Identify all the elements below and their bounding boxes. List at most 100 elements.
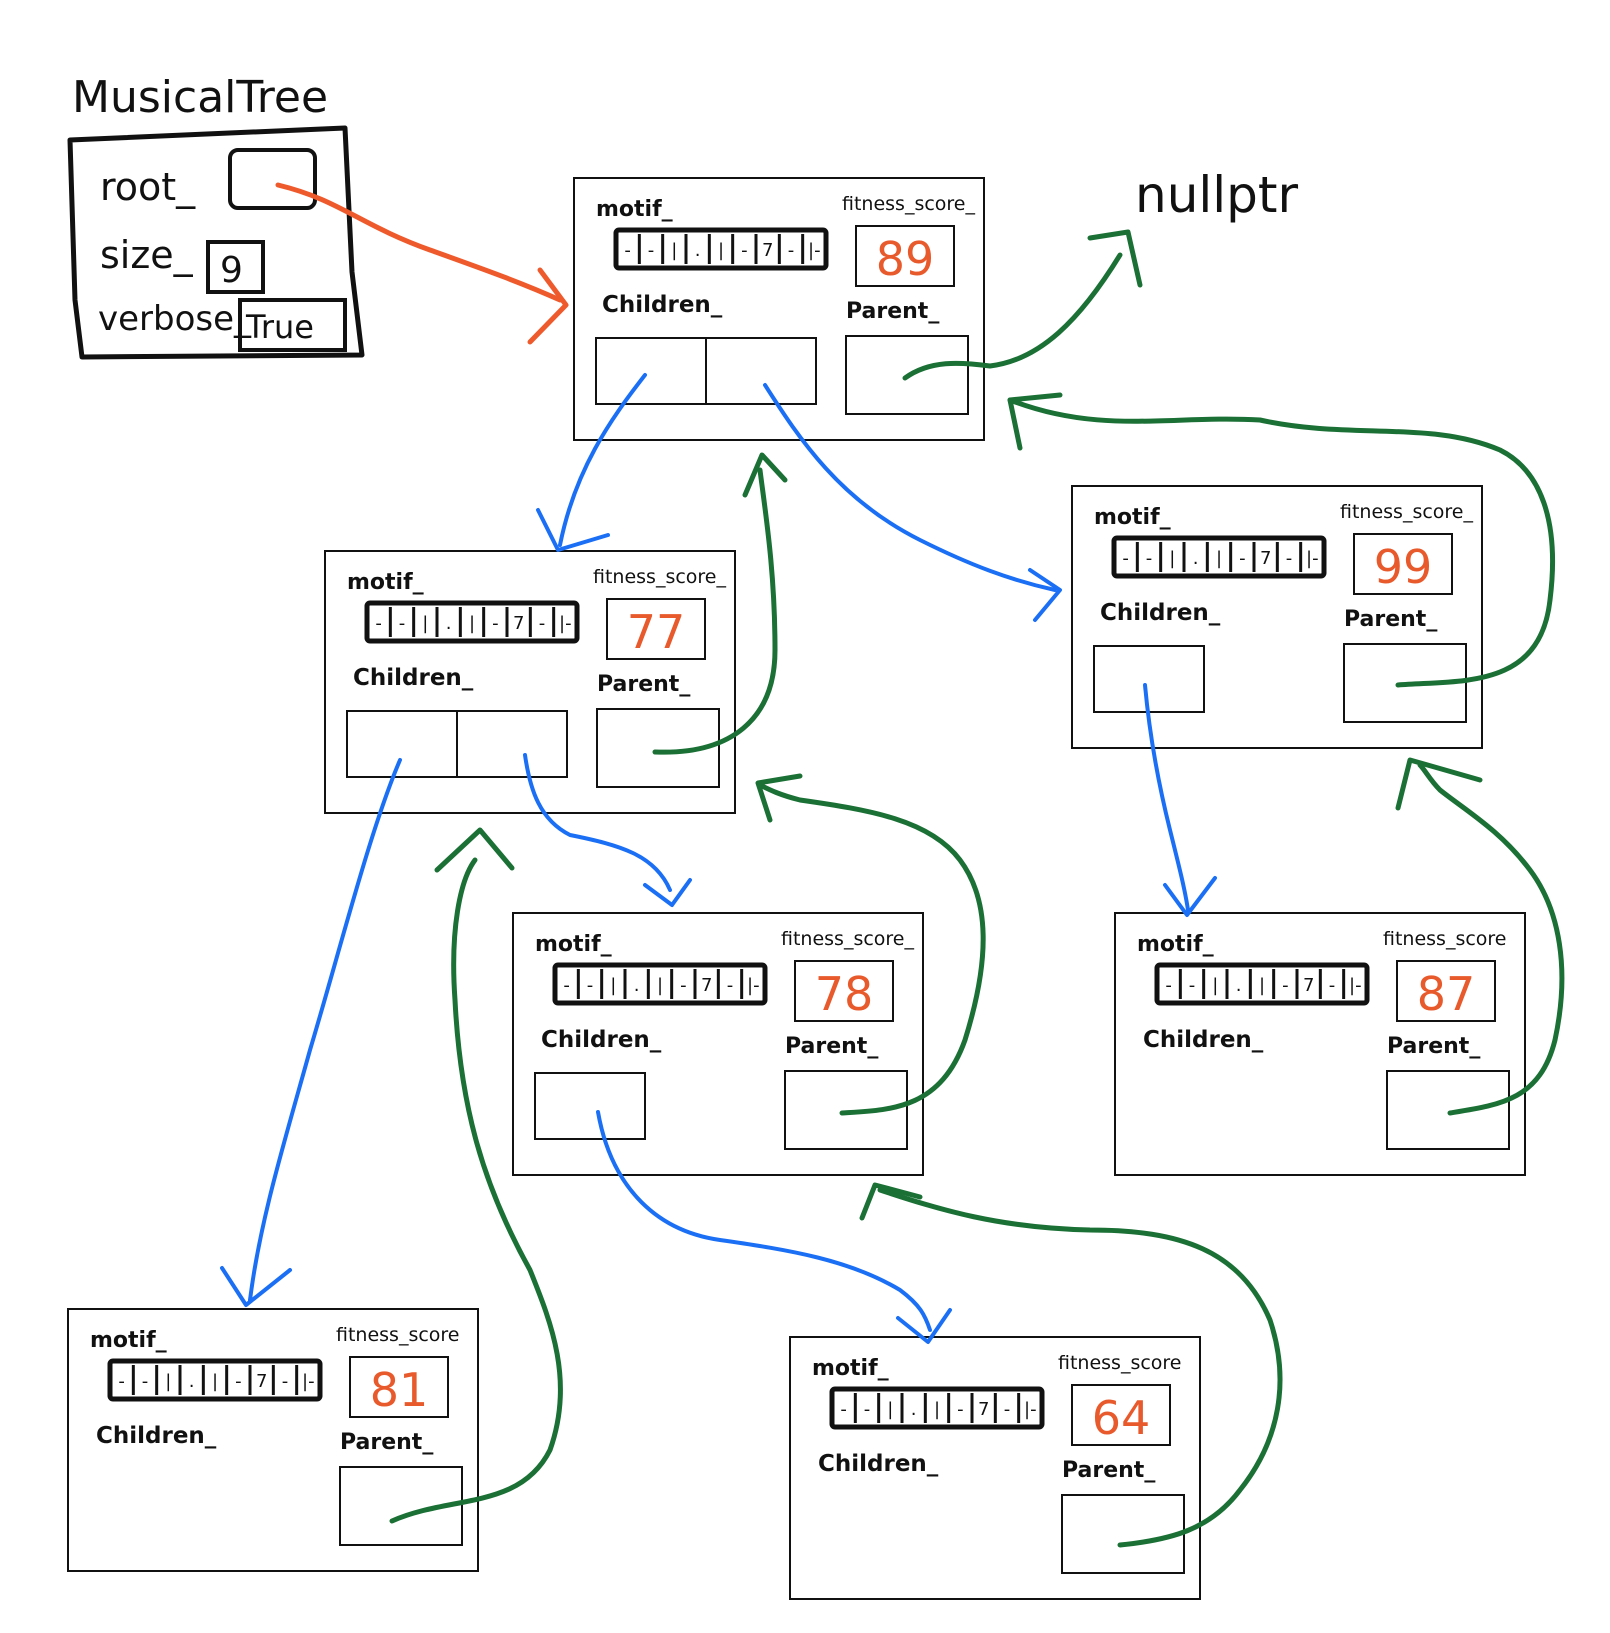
motif-cell: -	[375, 613, 382, 634]
motif-cell: -	[648, 240, 655, 261]
motif-cell: -	[587, 975, 594, 996]
motif-cell: 7	[701, 975, 712, 996]
tree-object-border	[67, 125, 365, 360]
motif-cell: .	[911, 1399, 917, 1420]
parent-pointer-lrchild-leftright-head	[859, 1182, 923, 1221]
motif-cell: |-	[302, 1371, 315, 1392]
motif-cell: -	[1239, 548, 1246, 569]
motif-cell: -	[957, 1399, 964, 1420]
node-parent-box	[596, 708, 720, 788]
motif-cell: |	[422, 613, 428, 634]
motif-cell: |-	[747, 975, 760, 996]
motif-cell: |-	[1349, 975, 1362, 996]
node-fitness-label: fitness_score_	[781, 928, 915, 950]
node-children-label: Children_	[96, 1423, 217, 1449]
motif-cell: -	[788, 240, 795, 261]
motif-cell: |-	[808, 240, 821, 261]
parent-pointer-leftleft-left-head	[434, 827, 515, 873]
node-border	[512, 912, 924, 1176]
motif-cell: .	[446, 613, 452, 634]
tree-field-root-box	[228, 148, 317, 210]
node-parent-box	[339, 1466, 463, 1546]
parent-pointer-left-root-head	[742, 452, 788, 498]
motif-cell: |	[165, 1371, 171, 1392]
node-fitness-box	[606, 598, 706, 660]
motif-cell: -	[118, 1371, 125, 1392]
node-children-label: Children_	[1143, 1027, 1264, 1053]
motif-cell: .	[1193, 548, 1199, 569]
motif-cell: 7	[1303, 975, 1314, 996]
node-children-label: Children_	[353, 665, 474, 691]
motif-cell: |	[657, 975, 663, 996]
node-fitness-label: fitness_score_	[842, 193, 976, 215]
child-pointer-leftright-child	[596, 1110, 932, 1332]
node-parent-label: Parent_	[785, 1034, 878, 1059]
node-border	[573, 177, 985, 441]
motif-cell: |	[718, 240, 724, 261]
node-border	[324, 550, 736, 814]
parent-pointer-leftright-left	[757, 782, 986, 1116]
pointer-arrows	[220, 182, 1565, 1548]
motif-cell: |	[671, 240, 677, 261]
node-fitness-label: fitness_score_	[593, 566, 727, 588]
motif-cell: -	[1122, 548, 1129, 569]
child-pointer-left-leftright	[523, 753, 672, 892]
motif-cell: 7	[978, 1399, 989, 1420]
motif-cell: |-	[1024, 1399, 1037, 1420]
motif-cell: -	[235, 1371, 242, 1392]
node-fitness-score: 77	[627, 605, 686, 659]
node-motif-array	[613, 227, 829, 271]
tree-field-verbose-label: verbose_	[98, 299, 252, 339]
node-fitness-label: fitness_score_	[1340, 501, 1474, 523]
node-child-slot	[705, 337, 817, 405]
motif-cell: -	[864, 1399, 871, 1420]
tree-node-right: motif_--|.|-7-|-fitness_score_99Children…	[1071, 485, 1483, 749]
node-parent-box	[845, 335, 969, 415]
tree-field-verbose-value: True	[245, 308, 314, 346]
motif-cell: -	[1286, 548, 1293, 569]
nullptr-label: nullptr	[1135, 166, 1299, 224]
parent-pointer-right-root	[1007, 397, 1555, 688]
node-parent-label: Parent_	[1344, 607, 1437, 632]
node-motif-label: motif_	[596, 197, 673, 222]
tree-field-size-label: size_	[100, 233, 194, 277]
node-fitness-score: 64	[1092, 1391, 1151, 1445]
node-motif-array	[1111, 535, 1327, 579]
node-fitness-box	[349, 1356, 449, 1418]
node-children-label: Children_	[602, 292, 723, 318]
motif-cell: -	[727, 975, 734, 996]
node-parent-label: Parent_	[1387, 1034, 1480, 1059]
tree-node-left-right-child: motif_--|.|-7-|-fitness_score64Children_…	[789, 1336, 1201, 1600]
child-pointer-left-leftleft	[248, 758, 402, 1302]
motif-cell: |	[1216, 548, 1222, 569]
motif-cell: .	[695, 240, 701, 261]
node-fitness-box	[1071, 1384, 1171, 1446]
motif-cell: -	[1146, 548, 1153, 569]
node-parent-box	[784, 1070, 908, 1150]
node-motif-array	[552, 962, 768, 1006]
child-pointer-root-left-head	[536, 508, 610, 552]
node-parent-box	[1386, 1070, 1510, 1150]
motif-cell: |	[1169, 548, 1175, 569]
motif-cell: 7	[256, 1371, 267, 1392]
nodes-layer: motif_--|.|-7-|-fitness_score_89Children…	[67, 177, 1526, 1600]
tree-field-size-value: 9	[220, 250, 243, 291]
node-children-label: Children_	[818, 1451, 939, 1477]
child-pointer-left-leftleft-head	[220, 1266, 292, 1307]
tree-field-root-label: root_	[100, 165, 196, 209]
node-children-label: Children_	[541, 1027, 662, 1053]
node-border	[67, 1308, 479, 1572]
tree-node-root: motif_--|.|-7-|-fitness_score_89Children…	[573, 177, 985, 441]
parent-pointer-root-null	[902, 252, 1123, 381]
node-fitness-score: 99	[1374, 540, 1433, 594]
node-motif-label: motif_	[347, 570, 424, 595]
motif-cell: 7	[1260, 548, 1271, 569]
node-border	[1114, 912, 1526, 1176]
parent-pointer-left-root	[652, 467, 778, 755]
child-pointer-left-leftright-head	[643, 878, 692, 907]
tree-field-size-box	[206, 240, 265, 294]
tree-node-right-child: motif_--|.|-7-|-fitness_score87Children_…	[1114, 912, 1526, 1176]
parent-pointer-rightchild-right	[1417, 762, 1565, 1116]
motif-cell: -	[624, 240, 631, 261]
tree-title: MusicalTree	[72, 72, 328, 123]
